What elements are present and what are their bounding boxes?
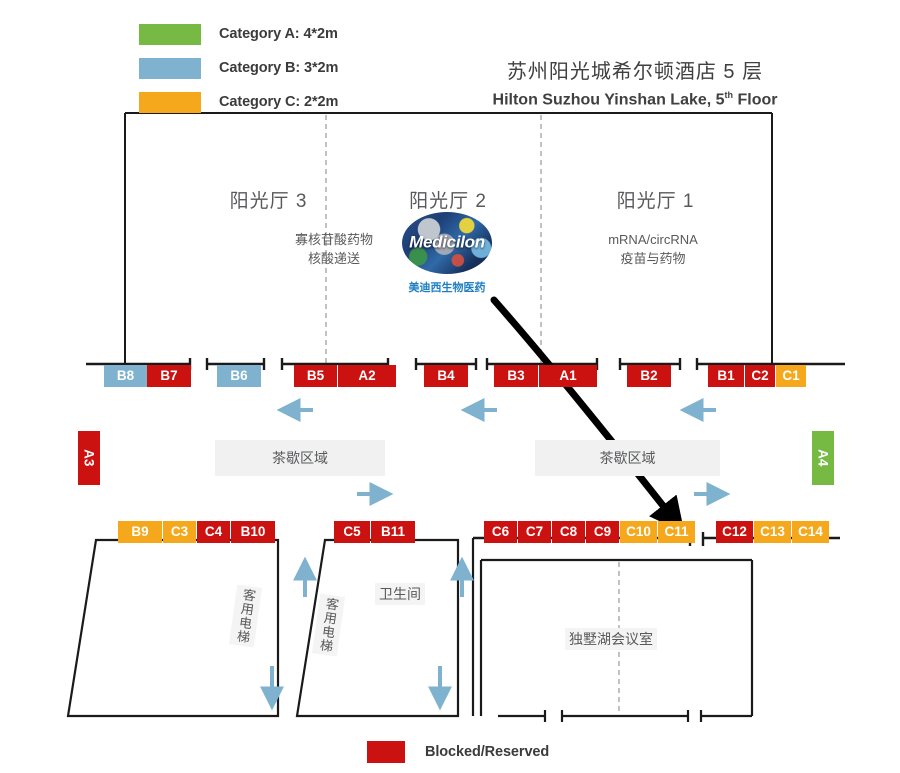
booth-c14[interactable]: C14 — [792, 521, 829, 543]
booth-b5[interactable]: B5 — [294, 365, 337, 387]
dushu-lake-meeting-room-label: 独墅湖会议室 — [565, 628, 657, 650]
hall-subtitle-line: 寡核苷酸药物 — [294, 232, 373, 247]
legend-row-category-b: Category B: 3*2m — [139, 56, 399, 80]
booth-c8[interactable]: C8 — [552, 521, 585, 543]
category-c-swatch — [139, 91, 201, 113]
booth-a4[interactable]: A4 — [812, 431, 834, 485]
venue-title-en-sup: th — [724, 90, 734, 100]
hall-subtitle-1: 寡核苷酸药物核酸递送 — [279, 231, 389, 269]
booth-c5[interactable]: C5 — [334, 521, 370, 543]
booth-b7[interactable]: B7 — [147, 365, 191, 387]
tea-break-area-right: 茶歇区域 — [535, 440, 720, 476]
meeting-room-bottom-ticks — [498, 710, 752, 722]
hall-divider-dashed-lines — [325, 115, 542, 366]
restroom-label: 卫生间 — [375, 583, 425, 605]
medicilon-logo: Medicilon 美迪西生物医药 — [399, 212, 495, 295]
legend-row-category-c: Category C: 2*2m — [139, 90, 399, 114]
hall-title-3: 阳光厅 1 — [616, 191, 695, 212]
medicilon-logo-icon: Medicilon — [402, 212, 492, 274]
venue-title-en-post: Floor — [733, 91, 778, 109]
category-a-label: Category A: 4*2m — [219, 26, 338, 42]
blocked-reserved-legend: Blocked/Reserved — [367, 741, 549, 763]
booth-b8[interactable]: B8 — [104, 365, 147, 387]
booth-c10[interactable]: C10 — [620, 521, 657, 543]
booth-a2[interactable]: A2 — [338, 365, 396, 387]
venue-title-cn: 苏州阳光城希尔顿酒店 5 层 — [506, 61, 764, 83]
medicilon-logo-text: Medicilon — [409, 232, 485, 252]
booth-c13[interactable]: C13 — [754, 521, 791, 543]
venue-title-en: Hilton Suzhou Yinshan Lake, 5th Floor — [470, 90, 800, 109]
medicilon-logo-cn: 美迪西生物医药 — [408, 282, 486, 294]
flow-arrows — [260, 398, 731, 711]
hall-title-2: 阳光厅 2 — [409, 191, 487, 212]
hall-subtitle-line: 疫苗与药物 — [620, 250, 686, 266]
booth-c9[interactable]: C9 — [586, 521, 619, 543]
booth-c12[interactable]: C12 — [716, 521, 753, 543]
booth-b4[interactable]: B4 — [424, 365, 468, 387]
booth-c7[interactable]: C7 — [518, 521, 551, 543]
booth-c3[interactable]: C3 — [163, 521, 196, 543]
pointer-arrow-to-c11 — [490, 296, 685, 533]
booth-c4[interactable]: C4 — [197, 521, 230, 543]
lower-right-room-walls — [471, 538, 754, 716]
hall-title-1: 阳光厅 3 — [229, 191, 308, 212]
booth-a3[interactable]: A3 — [78, 431, 100, 485]
venue-title-en-pre: Hilton Suzhou Yinshan Lake, 5 — [492, 91, 725, 109]
blocked-reserved-label: Blocked/Reserved — [425, 744, 550, 760]
blocked-reserved-swatch — [367, 741, 405, 763]
category-c-label: Category C: 2*2m — [219, 94, 339, 110]
booth-c11[interactable]: C11 — [658, 521, 695, 543]
booth-c2[interactable]: C2 — [745, 365, 775, 387]
tea-break-area-left: 茶歇区域 — [215, 440, 385, 476]
legend-row-category-a: Category A: 4*2m — [139, 22, 399, 46]
category-b-swatch — [139, 57, 201, 79]
upper-hall-walls — [124, 112, 773, 368]
booth-b6[interactable]: B6 — [217, 365, 261, 387]
category-legend: Category A: 4*2m Category B: 3*2m Catego… — [139, 22, 399, 124]
booth-a1[interactable]: A1 — [539, 365, 597, 387]
hall-subtitle-line: 核酸递送 — [307, 250, 360, 266]
venue-title: 苏州阳光城希尔顿酒店 5 层 Hilton Suzhou Yinshan Lak… — [470, 55, 800, 109]
hall-subtitle-2: mRNA/circRNA 疫苗与药物 — [588, 231, 718, 269]
upper-wall-ticks — [188, 358, 699, 370]
booth-b11[interactable]: B11 — [371, 521, 415, 543]
booth-b3[interactable]: B3 — [494, 365, 538, 387]
hall-subtitle-line: mRNA/circRNA — [608, 232, 698, 247]
category-a-swatch — [139, 23, 201, 45]
booth-c1[interactable]: C1 — [776, 365, 806, 387]
booth-b9[interactable]: B9 — [118, 521, 162, 543]
booth-label: A4 — [815, 449, 831, 467]
booth-c6[interactable]: C6 — [484, 521, 517, 543]
booth-b2[interactable]: B2 — [627, 365, 671, 387]
booth-label: A3 — [81, 449, 97, 467]
category-b-label: Category B: 3*2m — [219, 60, 339, 76]
booth-b1[interactable]: B1 — [708, 365, 744, 387]
booth-b10[interactable]: B10 — [231, 521, 275, 543]
